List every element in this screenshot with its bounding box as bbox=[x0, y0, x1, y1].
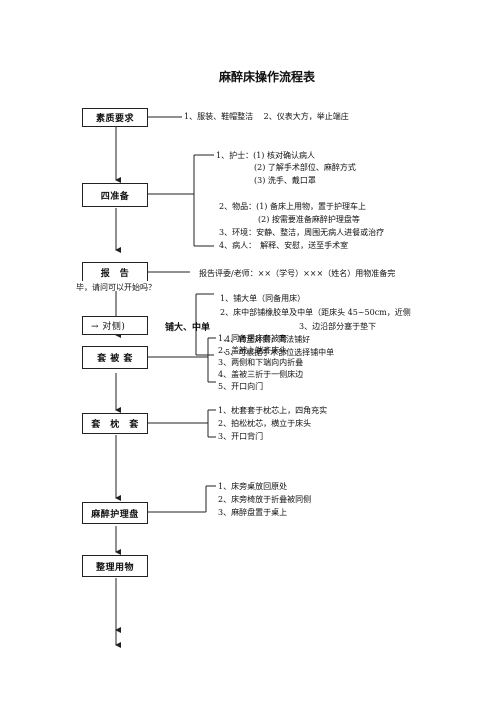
step-prepare-box: 四准备 bbox=[82, 183, 148, 207]
tray-line-1: 1、床旁桌放回原处 bbox=[218, 482, 288, 491]
step-quality-box: 素质要求 bbox=[82, 108, 148, 127]
prepare-line-4: 2、物品：(1) 备床上用物，置于护理车上 bbox=[219, 202, 366, 211]
prepare-line-1: 1、护士：(1) 核对确认病人 bbox=[216, 151, 315, 160]
quilt-line-1: 1、同备用床套被套 bbox=[218, 334, 288, 343]
pillow-line-1: 1、枕套套于枕芯上，四角充实 bbox=[218, 406, 328, 415]
step-sheet-box: → 对侧) bbox=[82, 316, 148, 335]
prepare-line-6: 3、环境：安静、整洁，周围无病人进餐或治疗 bbox=[219, 228, 385, 237]
sheet-line-5: 5、可根据手术部位选择铺中单 bbox=[225, 348, 335, 357]
tray-line-2: 2、床旁椅放于折叠被同侧 bbox=[218, 495, 312, 504]
pillow-line-3: 3、开口背门 bbox=[218, 432, 264, 441]
step-sheet-label: 铺大、中单 bbox=[165, 323, 211, 333]
sheet-line-3: 3、边沿部分塞于垫下 bbox=[299, 322, 377, 331]
page-title: 麻醉床操作流程表 bbox=[219, 70, 316, 84]
report-text: 报告评委/老师：××（学号）×××（姓名）用物准备完 bbox=[199, 269, 396, 278]
quilt-line-2: 2、盖被上端齐床头 bbox=[218, 346, 288, 355]
quilt-line-3: 3、两侧和下端向内折叠 bbox=[218, 358, 304, 367]
step-quilt-box: 套 被 套 bbox=[82, 346, 148, 369]
step-tray-box: 麻醉护理盘 bbox=[82, 502, 148, 524]
prepare-line-2: (2) 了解手术部位、麻醉方式 bbox=[254, 163, 356, 172]
prepare-line-3: (3) 洗手、戴口罩 bbox=[254, 176, 316, 185]
step-tidy-box: 整理用物 bbox=[82, 555, 148, 577]
pillow-line-2: 2、拍松枕芯，横立于床头 bbox=[218, 419, 312, 428]
quilt-line-4: 4、盖被三折于一侧床边 bbox=[218, 370, 304, 379]
report-text-cont: 毕，请问可以开始吗？ bbox=[76, 283, 156, 292]
sheet-line-4: 4、转至对侧，同法铺好 bbox=[225, 335, 311, 344]
sheet-line-1: 1、铺大单（同备用床） bbox=[220, 294, 306, 303]
prepare-line-5: (2) 按需要准备麻醉护理盘等 bbox=[258, 215, 360, 224]
step-report-box: 报 告 bbox=[82, 262, 148, 281]
step-pillow-box: 套 枕 套 bbox=[82, 413, 148, 434]
prepare-line-7: 4、病人： 解释、安慰，送至手术室 bbox=[219, 241, 349, 250]
step-quality-text: 1、服装、鞋帽整洁 2、仪表大方，举止端庄 bbox=[184, 112, 349, 121]
quilt-line-5: 5、开口向门 bbox=[218, 382, 264, 391]
tray-line-3: 3、麻醉盘置于桌上 bbox=[218, 508, 288, 517]
sheet-line-2: 2、床中部铺橡胶单及中单（距床头 45~50cm，近侧 bbox=[220, 308, 411, 317]
